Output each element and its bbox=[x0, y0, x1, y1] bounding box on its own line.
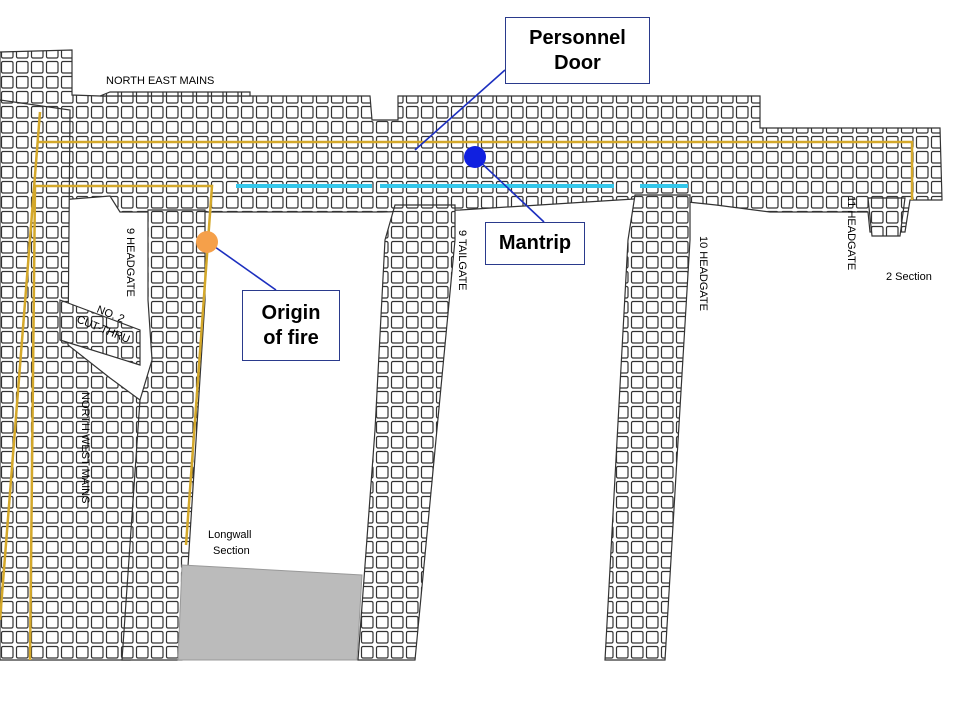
belt-line-left-branch bbox=[28, 184, 214, 661]
label-north-east-mains: NORTH EAST MAINS bbox=[106, 75, 214, 87]
longwall-panel bbox=[177, 564, 363, 661]
mantrip-leader bbox=[475, 157, 545, 223]
belt-line-top bbox=[38, 140, 914, 200]
label-north-west-mains: NORTH WEST MAINS bbox=[79, 392, 91, 503]
mantrip-callout: Mantrip bbox=[485, 222, 585, 265]
origin-line1: Origin bbox=[261, 301, 321, 324]
nine-tailgate-entries bbox=[357, 204, 456, 661]
label-longwall-2: Section bbox=[213, 545, 250, 557]
personnel-door-line2: Door bbox=[554, 51, 601, 74]
callout-leaders bbox=[207, 69, 545, 291]
mantrip-text: Mantrip bbox=[498, 232, 572, 254]
origin-fire-leader bbox=[207, 241, 277, 291]
north-east-mains-upper-cluster bbox=[99, 91, 251, 97]
no2-cut-thru-entries bbox=[59, 299, 141, 366]
personnel-door-leader bbox=[414, 69, 506, 151]
eleven-headgate-stub bbox=[867, 197, 906, 237]
label-ten-headgate: 10 HEADGATE bbox=[697, 236, 709, 311]
label-eleven-headgate: 11 HEADGATE bbox=[845, 196, 857, 270]
label-longwall-1: Longwall bbox=[208, 529, 251, 541]
belt-lines bbox=[0, 111, 914, 661]
origin-line2: of fire bbox=[263, 326, 319, 349]
mantrip-marker bbox=[464, 146, 486, 168]
label-nine-tailgate: 9 TAILGATE bbox=[456, 230, 468, 291]
label-nine-headgate: 9 HEADGATE bbox=[124, 228, 136, 297]
origin-of-fire-callout: Origin of fire bbox=[242, 290, 340, 361]
personnel-door-callout: Personnel Door bbox=[505, 17, 650, 84]
belt-line-far-left bbox=[0, 111, 42, 621]
label-two-section: 2 Section bbox=[886, 271, 932, 283]
fire-origin-marker bbox=[196, 231, 218, 253]
ten-headgate-entries bbox=[604, 194, 691, 661]
personnel-door-line1: Personnel bbox=[529, 26, 626, 49]
